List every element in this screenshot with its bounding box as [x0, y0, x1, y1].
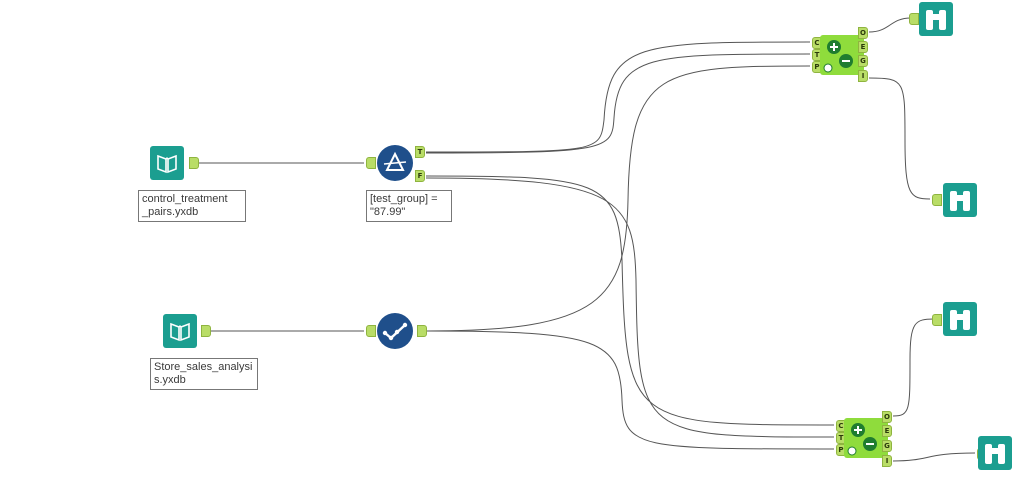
input1-output-anchor[interactable] [189, 157, 199, 169]
select-input-anchor[interactable] [366, 325, 376, 337]
browse-tool-3[interactable] [943, 302, 977, 336]
binoculars-icon [985, 444, 1005, 464]
browse1-input-anchor[interactable] [909, 13, 919, 25]
connector-select-ab-bottom-p [426, 330, 835, 450]
connector-ab-top-i-browse [868, 77, 931, 200]
browse-tool-2[interactable] [943, 183, 977, 217]
filter-true-anchor[interactable]: T [415, 146, 425, 158]
input-data-tool-1[interactable] [150, 146, 184, 180]
ab-bottom-o-anchor[interactable]: O [882, 411, 892, 423]
filter-triangle-icon [383, 151, 407, 171]
filter-input-anchor[interactable] [366, 157, 376, 169]
plus-minus-icon [823, 40, 853, 73]
input2-output-anchor[interactable] [201, 325, 211, 337]
browse2-input-anchor[interactable] [932, 194, 942, 206]
input2-label: Store_sales_analysi s.yxdb [150, 358, 258, 390]
ab-top-e-anchor[interactable]: E [858, 41, 868, 53]
filter-false-anchor[interactable]: F [415, 170, 425, 182]
ab-top-o-anchor[interactable]: O [858, 27, 868, 39]
ab-bottom-e-anchor[interactable]: E [882, 425, 892, 437]
filter-label: [test_group] = "87.99" [366, 190, 452, 222]
browse-tool-1[interactable] [919, 2, 953, 36]
binoculars-icon [950, 310, 970, 330]
input1-label: control_treatment _pairs.yxdb [138, 190, 246, 222]
select-tool[interactable] [377, 313, 413, 349]
select-output-anchor[interactable] [417, 325, 427, 337]
connector-select-ab-top-p [426, 65, 811, 332]
book-icon [157, 154, 177, 174]
plus-minus-icon [847, 423, 877, 456]
connector-ab-bottom-i-browse [892, 452, 976, 462]
ab-top-g-anchor[interactable]: G [858, 55, 868, 67]
binoculars-icon [950, 191, 970, 211]
ab-top-i-anchor[interactable]: I [858, 70, 868, 82]
ab-analysis-tool-bottom[interactable] [844, 418, 888, 458]
checkmark-select-icon [382, 322, 408, 341]
connector-filter-f-ab-bottom-c [425, 175, 835, 426]
connector-filter-t-ab-top-t [425, 53, 811, 154]
browse3-input-anchor[interactable] [932, 314, 942, 326]
connector-filter-f-ab-bottom-t [425, 177, 835, 438]
connector-ab-bottom-o-browse [892, 318, 935, 417]
connector-filter-t-ab-top-c [425, 41, 811, 153]
ab-bottom-i-anchor[interactable]: I [882, 455, 892, 467]
ab-analysis-tool-top[interactable] [820, 35, 864, 75]
book-icon [170, 322, 190, 342]
connector-ab-top-o-browse [868, 17, 912, 33]
binoculars-icon [926, 10, 946, 30]
ab-bottom-g-anchor[interactable]: G [882, 440, 892, 452]
input-data-tool-2[interactable] [163, 314, 197, 348]
browse-tool-4[interactable] [978, 436, 1012, 470]
filter-tool[interactable] [377, 145, 413, 181]
